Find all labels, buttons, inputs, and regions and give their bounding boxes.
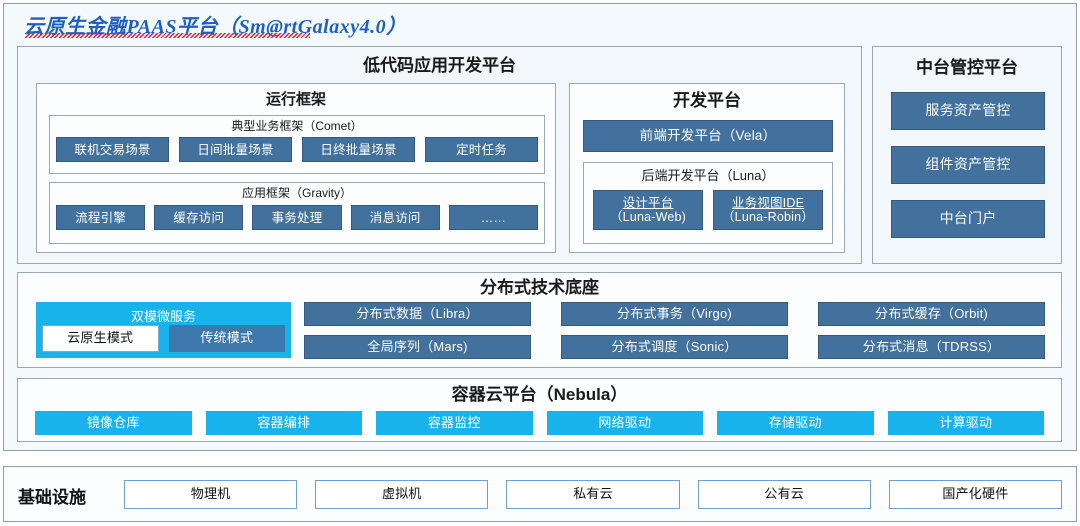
gravity-item[interactable]: 消息访问	[350, 205, 440, 230]
container-cloud-panel: 容器云平台（Nebula） 镜像仓库 容器编排 容器监控 网络驱动 存储驱动 计…	[17, 378, 1062, 442]
runtime-framework-title: 运行框架	[265, 91, 326, 108]
mid-control-item[interactable]: 服务资产管控	[891, 92, 1045, 130]
distributed-item[interactable]: 全局序列（Mars)	[304, 335, 531, 359]
distributed-item[interactable]: 分布式调度（Sonic）	[561, 335, 788, 359]
gravity-items-row: 流程引擎 缓存访问 事务处理 消息访问 ……	[56, 205, 539, 230]
container-cloud-item[interactable]: 容器编排	[205, 411, 362, 435]
infrastructure-item[interactable]: 私有云	[506, 480, 680, 509]
page-title: 云原生金融PAAS平台（Sm@rtGalaxy4.0）	[24, 16, 407, 38]
low-code-platform-title: 低代码应用开发平台	[363, 56, 516, 75]
distributed-components-columns: 分布式数据（Libra） 全局序列（Mars) 分布式事务（Virgo) 分布式…	[304, 302, 1045, 359]
backend-dev-platform-panel: 后端开发平台（Luna） 设计平台 （Luna-Web) 业务视图IDE （Lu…	[583, 162, 833, 244]
frontend-dev-platform-chip[interactable]: 前端开发平台（Vela）	[583, 120, 833, 152]
dual-mode-microservice-title: 双模微服务	[130, 309, 196, 324]
spellcheck-squiggle	[25, 33, 310, 38]
gravity-framework-title: 应用框架（Gravity）	[241, 186, 352, 200]
luna-robin-line1: 业务视图IDE	[731, 196, 805, 210]
container-cloud-item[interactable]: 网络驱动	[546, 411, 703, 435]
cloud-native-mode-chip[interactable]: 云原生模式	[42, 325, 159, 352]
distributed-base-title: 分布式技术底座	[480, 278, 599, 297]
infrastructure-label: 基础设施	[18, 488, 86, 507]
gravity-item[interactable]: 事务处理	[252, 205, 342, 230]
comet-item[interactable]: 日间批量场景	[179, 137, 292, 162]
infrastructure-panel: 基础设施 物理机 虚拟机 私有云 公有云 国产化硬件	[3, 466, 1077, 522]
distributed-column-2: 分布式事务（Virgo) 分布式调度（Sonic）	[561, 302, 788, 359]
luna-robin-chip[interactable]: 业务视图IDE （Luna-Robin）	[713, 190, 823, 230]
distributed-item[interactable]: 分布式消息（TDRSS）	[818, 335, 1045, 359]
backend-dev-platform-title: 后端开发平台（Luna）	[641, 168, 775, 183]
distributed-base-panel: 分布式技术底座 双模微服务 云原生模式 传统模式 分布式数据（Libra） 全局…	[17, 272, 1062, 368]
mid-control-items-list: 服务资产管控 组件资产管控 中台门户	[891, 92, 1045, 238]
container-cloud-item[interactable]: 存储驱动	[717, 411, 874, 435]
container-cloud-items-row: 镜像仓库 容器编排 容器监控 网络驱动 存储驱动 计算驱动	[35, 411, 1044, 435]
infrastructure-items-row: 物理机 虚拟机 私有云 公有云 国产化硬件	[124, 480, 1063, 509]
low-code-platform-panel: 低代码应用开发平台 运行框架 典型业务框架（Comet） 联机交易场景 日间批量…	[17, 46, 862, 264]
luna-web-chip[interactable]: 设计平台 （Luna-Web)	[593, 190, 703, 230]
container-cloud-item[interactable]: 镜像仓库	[35, 411, 192, 435]
traditional-mode-chip[interactable]: 传统模式	[168, 325, 285, 352]
dual-mode-items-row: 云原生模式 传统模式	[42, 325, 285, 352]
distributed-item[interactable]: 分布式数据（Libra）	[304, 302, 531, 326]
luna-robin-line2: （Luna-Robin）	[721, 210, 815, 224]
mid-control-platform-title: 中台管控平台	[916, 58, 1018, 77]
distributed-column-1: 分布式数据（Libra） 全局序列（Mars)	[304, 302, 531, 359]
container-cloud-item[interactable]: 容器监控	[376, 411, 533, 435]
gravity-framework-panel: 应用框架（Gravity） 流程引擎 缓存访问 事务处理 消息访问 ……	[49, 182, 545, 244]
infrastructure-item[interactable]: 公有云	[697, 480, 871, 509]
comet-item[interactable]: 联机交易场景	[56, 137, 169, 162]
infrastructure-item[interactable]: 国产化硬件	[888, 480, 1063, 509]
distributed-column-3: 分布式缓存（Orbit) 分布式消息（TDRSS）	[818, 302, 1045, 359]
distributed-item[interactable]: 分布式缓存（Orbit)	[818, 302, 1045, 326]
runtime-framework-panel: 运行框架 典型业务框架（Comet） 联机交易场景 日间批量场景 日终批量场景 …	[36, 83, 556, 253]
mid-control-platform-panel: 中台管控平台 服务资产管控 组件资产管控 中台门户	[872, 46, 1062, 264]
infrastructure-item[interactable]: 虚拟机	[315, 480, 489, 509]
luna-items-row: 设计平台 （Luna-Web) 业务视图IDE （Luna-Robin）	[593, 190, 823, 230]
comet-item[interactable]: 定时任务	[425, 137, 538, 162]
container-cloud-item[interactable]: 计算驱动	[887, 411, 1044, 435]
comet-items-row: 联机交易场景 日间批量场景 日终批量场景 定时任务	[56, 137, 538, 162]
luna-web-line2: （Luna-Web)	[609, 210, 687, 224]
comet-item[interactable]: 日终批量场景	[302, 137, 415, 162]
gravity-item[interactable]: 缓存访问	[154, 205, 244, 230]
infrastructure-item[interactable]: 物理机	[124, 480, 298, 509]
comet-framework-title: 典型业务框架（Comet）	[231, 119, 363, 133]
mid-control-item[interactable]: 组件资产管控	[891, 146, 1045, 184]
luna-web-line1: 设计平台	[622, 196, 674, 210]
distributed-item[interactable]: 分布式事务（Virgo)	[561, 302, 788, 326]
gravity-item[interactable]: 流程引擎	[56, 205, 146, 230]
gravity-item-ellipsis[interactable]: ……	[448, 205, 539, 230]
mid-control-item[interactable]: 中台门户	[891, 200, 1045, 238]
comet-framework-panel: 典型业务框架（Comet） 联机交易场景 日间批量场景 日终批量场景 定时任务	[49, 115, 545, 174]
dev-platform-panel: 开发平台 前端开发平台（Vela） 后端开发平台（Luna） 设计平台 （Lun…	[569, 83, 845, 253]
dual-mode-microservice-panel: 双模微服务 云原生模式 传统模式	[36, 302, 291, 358]
dev-platform-title: 开发平台	[673, 91, 741, 110]
container-cloud-title: 容器云平台（Nebula）	[451, 385, 628, 404]
